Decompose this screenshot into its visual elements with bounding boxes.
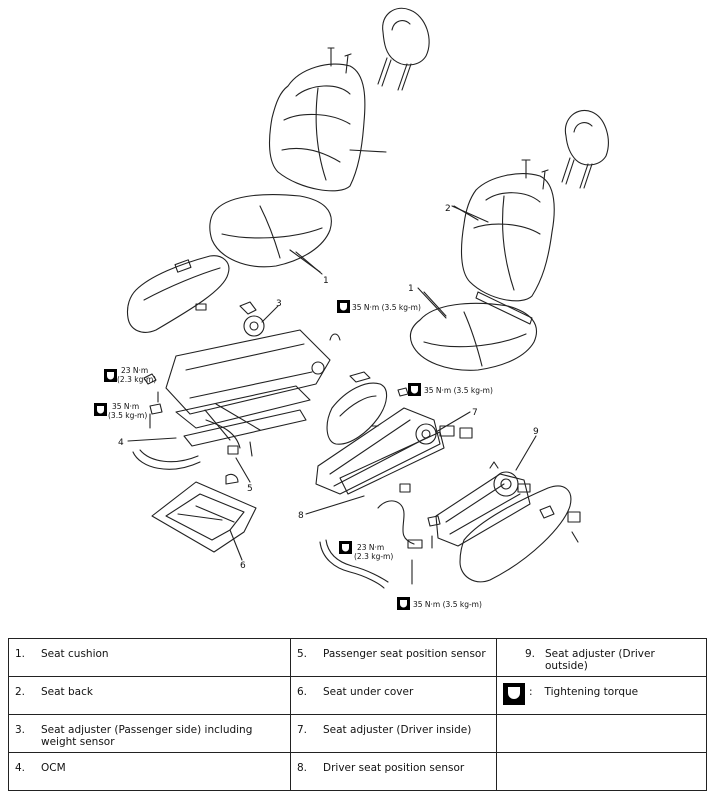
- left-seat-cushion: [209, 194, 332, 273]
- legend-cell-empty: [496, 714, 707, 753]
- legend-label-ocm: OCM: [41, 762, 66, 774]
- legend-label-tightening-torque: Tightening torque: [544, 686, 639, 698]
- legend-label-seat-adjuster-passenger: Seat adjuster (Passenger side) including…: [41, 724, 253, 748]
- legend-label-driver-seat-position-sensor: Driver seat position sensor: [323, 762, 465, 774]
- legend-row: 4.OCM 8.Driver seat position sensor: [8, 752, 707, 791]
- legend-cell: :Tightening torque: [496, 676, 707, 715]
- legend-label-passenger-seat-position-sensor: Passenger seat position sensor: [323, 648, 486, 660]
- legend-cell: 1.Seat cushion: [8, 638, 291, 677]
- left-ocm-cable: [132, 419, 241, 470]
- torque-marker-right-mid: 35 N·m (3.5 kg-m): [408, 383, 493, 396]
- legend-cell-empty: [496, 752, 707, 791]
- callout-3: 3: [276, 299, 282, 309]
- parts-legend-table: 1.Seat cushion 5.Passenger seat position…: [8, 638, 707, 791]
- torque-35-bottom: 35 N·m (3.5 kg-m): [413, 600, 482, 609]
- legend-row: 2.Seat back 6.Seat under cover :Tighteni…: [8, 676, 707, 715]
- torque-23-left-b: (2.3 kg-m): [117, 375, 156, 384]
- legend-cell: 9.Seat adjuster (Driver outside): [496, 638, 707, 677]
- left-seat-back: [268, 47, 387, 192]
- left-under-cover: [151, 481, 257, 553]
- legend-row: 3.Seat adjuster (Passenger side) includi…: [8, 714, 707, 753]
- right-seat-cushion: [409, 287, 537, 371]
- legend-cell: 2.Seat back: [8, 676, 291, 715]
- right-headrest: [521, 110, 609, 190]
- callout-1-right: 1: [408, 284, 414, 294]
- seat-exploded-diagram: 1 1 2 3 4 5 6 7 8 9 35 N·m (3.5 kg-m) 23…: [94, 7, 609, 610]
- left-headrest: [377, 7, 430, 91]
- legend-label-seat-under-cover: Seat under cover: [323, 686, 414, 698]
- callout-7: 7: [472, 408, 478, 418]
- torque-marker-bottom-35: 35 N·m (3.5 kg-m): [397, 597, 482, 610]
- torque-35-top-center: 35 N·m (3.5 kg-m): [352, 303, 421, 312]
- right-seat-adjuster-outside: [435, 461, 531, 547]
- torque-23-bottom-b: (2.3 kg-m): [354, 552, 393, 561]
- legend-label-seat-adjuster-driver-inside: Seat adjuster (Driver inside): [323, 724, 472, 736]
- legend-label-seat-cushion: Seat cushion: [41, 648, 109, 660]
- right-seat-back: [451, 173, 555, 325]
- callout-6: 6: [240, 561, 246, 571]
- left-side-trim: [126, 255, 230, 333]
- callout-5: 5: [247, 484, 253, 494]
- callout-4: 4: [118, 438, 124, 448]
- legend-cell: 4.OCM: [8, 752, 291, 791]
- right-outer-trim: [459, 485, 581, 583]
- legend-row: 1.Seat cushion 5.Passenger seat position…: [8, 638, 707, 677]
- legend-cell: 8.Driver seat position sensor: [290, 752, 497, 791]
- callout-9: 9: [533, 427, 539, 437]
- torque-marker-bottom-23: 23 N·m (2.3 kg-m): [339, 541, 393, 561]
- legend-label-seat-adjuster-driver-outside: Seat adjuster (Driver outside): [545, 648, 655, 672]
- right-cable-sensor: [319, 483, 441, 589]
- torque-23-left-a: 23 N·m: [121, 366, 148, 375]
- callout-8: 8: [298, 511, 304, 521]
- torque-23-bottom-a: 23 N·m: [357, 543, 384, 552]
- legend-cell: 6.Seat under cover: [290, 676, 497, 715]
- left-hardware: [143, 373, 253, 485]
- legend-label-seat-back: Seat back: [41, 686, 93, 698]
- right-seat-adjuster-inside: [315, 387, 473, 495]
- tightening-torque-icon: [503, 683, 525, 705]
- torque-marker-left-35: 35 N·m (3.5 kg-m): [94, 402, 147, 420]
- callout-2: 2: [445, 204, 451, 214]
- callout-1-left: 1: [323, 276, 329, 286]
- right-side-trim: [326, 371, 388, 445]
- legend-cell: 3.Seat adjuster (Passenger side) includi…: [8, 714, 291, 753]
- torque-35-left-a: 35 N·m: [112, 402, 139, 411]
- legend-cell: 5.Passenger seat position sensor: [290, 638, 497, 677]
- legend-cell: 7.Seat adjuster (Driver inside): [290, 714, 497, 753]
- torque-marker-left-23: 23 N·m (2.3 kg-m): [104, 366, 156, 384]
- torque-marker-top-center: 35 N·m (3.5 kg-m): [337, 300, 421, 313]
- left-seat-adjuster: [165, 301, 341, 447]
- leader-lines: [127, 205, 537, 561]
- torque-35-right-mid: 35 N·m (3.5 kg-m): [424, 386, 493, 395]
- torque-35-left-b: (3.5 kg-m): [108, 411, 147, 420]
